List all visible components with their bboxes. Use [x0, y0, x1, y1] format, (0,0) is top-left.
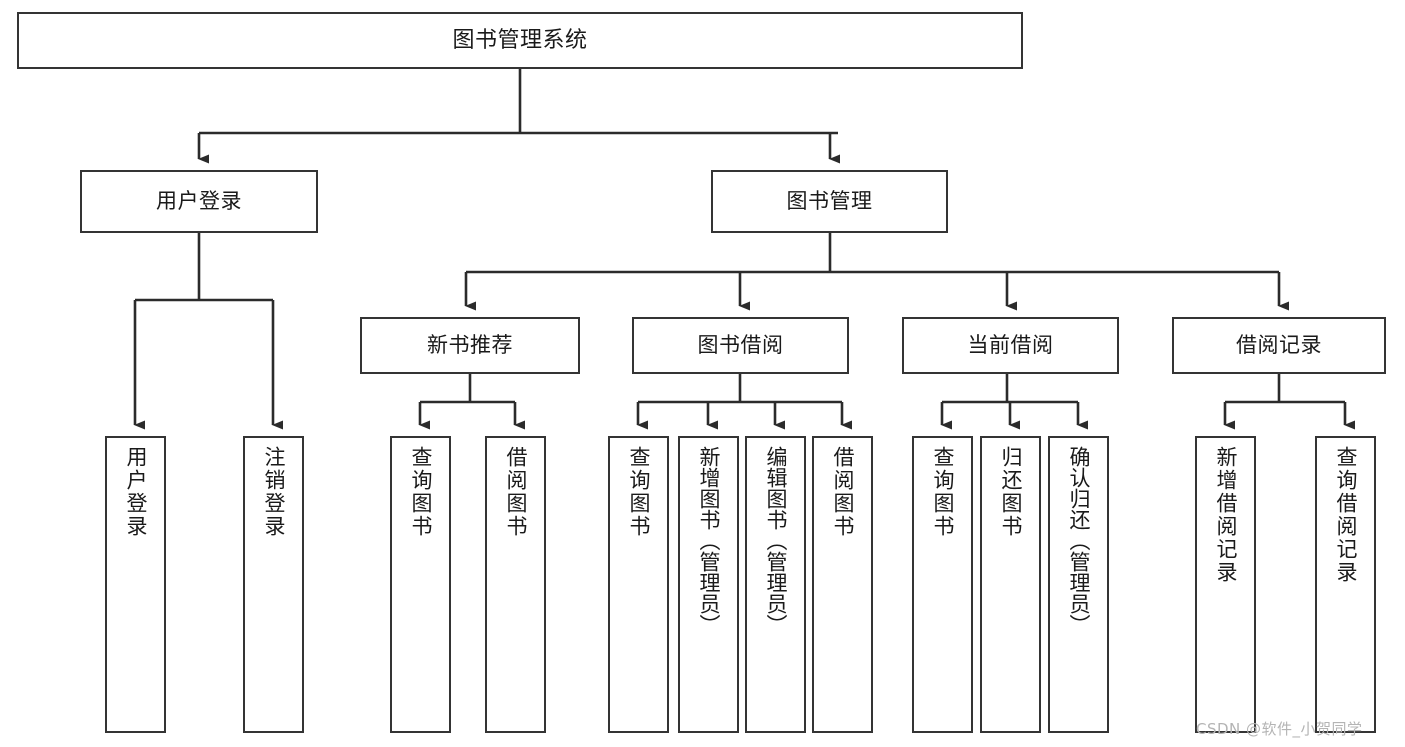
node-book-borrowing[interactable]: 图书借阅	[632, 317, 849, 374]
leaf-borrow-book-recommendation[interactable]: 借阅图书	[485, 436, 546, 733]
node-label: 图书管理系统	[452, 27, 588, 53]
node-label: 图书管理	[786, 189, 873, 214]
node-current-borrowing[interactable]: 当前借阅	[902, 317, 1119, 374]
node-label: 新书推荐	[427, 333, 513, 358]
node-label: 查询借阅记录	[1334, 446, 1358, 584]
node-label: 注销登录	[262, 446, 286, 538]
node-borrowing-record[interactable]: 借阅记录	[1172, 317, 1386, 374]
leaf-borrow-book-borrowing[interactable]: 借阅图书	[812, 436, 873, 733]
node-book-management-system[interactable]: 图书管理系统	[17, 12, 1023, 69]
leaf-query-book-borrowing[interactable]: 查询图书	[608, 436, 669, 733]
node-label: 借阅记录	[1236, 333, 1322, 358]
node-user-login[interactable]: 用户登录	[80, 170, 318, 233]
node-label: 新增图书（管理员）	[697, 446, 721, 635]
node-label: 图书借阅	[697, 333, 784, 358]
node-label: 查询图书	[627, 446, 651, 538]
leaf-add-borrow-record[interactable]: 新增借阅记录	[1195, 436, 1256, 733]
leaf-query-book-current[interactable]: 查询图书	[912, 436, 973, 733]
leaf-return-book[interactable]: 归还图书	[980, 436, 1041, 733]
node-label: 当前借阅	[967, 333, 1054, 358]
node-label: 用户登录	[124, 446, 148, 538]
leaf-edit-book-admin[interactable]: 编辑图书（管理员）	[745, 436, 806, 733]
node-new-book-recommendation[interactable]: 新书推荐	[360, 317, 580, 374]
leaf-confirm-return-admin[interactable]: 确认归还（管理员）	[1048, 436, 1109, 733]
leaf-query-book-recommendation[interactable]: 查询图书	[390, 436, 451, 733]
leaf-add-book-admin[interactable]: 新增图书（管理员）	[678, 436, 739, 733]
node-label: 编辑图书（管理员）	[764, 446, 788, 635]
node-label: 查询图书	[409, 446, 433, 538]
node-label: 新增借阅记录	[1214, 446, 1238, 584]
leaf-user-login[interactable]: 用户登录	[105, 436, 166, 733]
node-label: 查询图书	[931, 446, 955, 538]
node-label: 借阅图书	[831, 446, 855, 538]
leaf-query-borrow-record[interactable]: 查询借阅记录	[1315, 436, 1376, 733]
leaf-user-logout[interactable]: 注销登录	[243, 436, 304, 733]
node-label: 归还图书	[999, 446, 1023, 538]
node-label: 借阅图书	[504, 446, 528, 538]
node-label: 确认归还（管理员）	[1067, 446, 1091, 635]
node-book-management[interactable]: 图书管理	[711, 170, 948, 233]
watermark-text: CSDN @软件_小贺同学	[1196, 720, 1363, 738]
node-label: 用户登录	[156, 189, 242, 214]
